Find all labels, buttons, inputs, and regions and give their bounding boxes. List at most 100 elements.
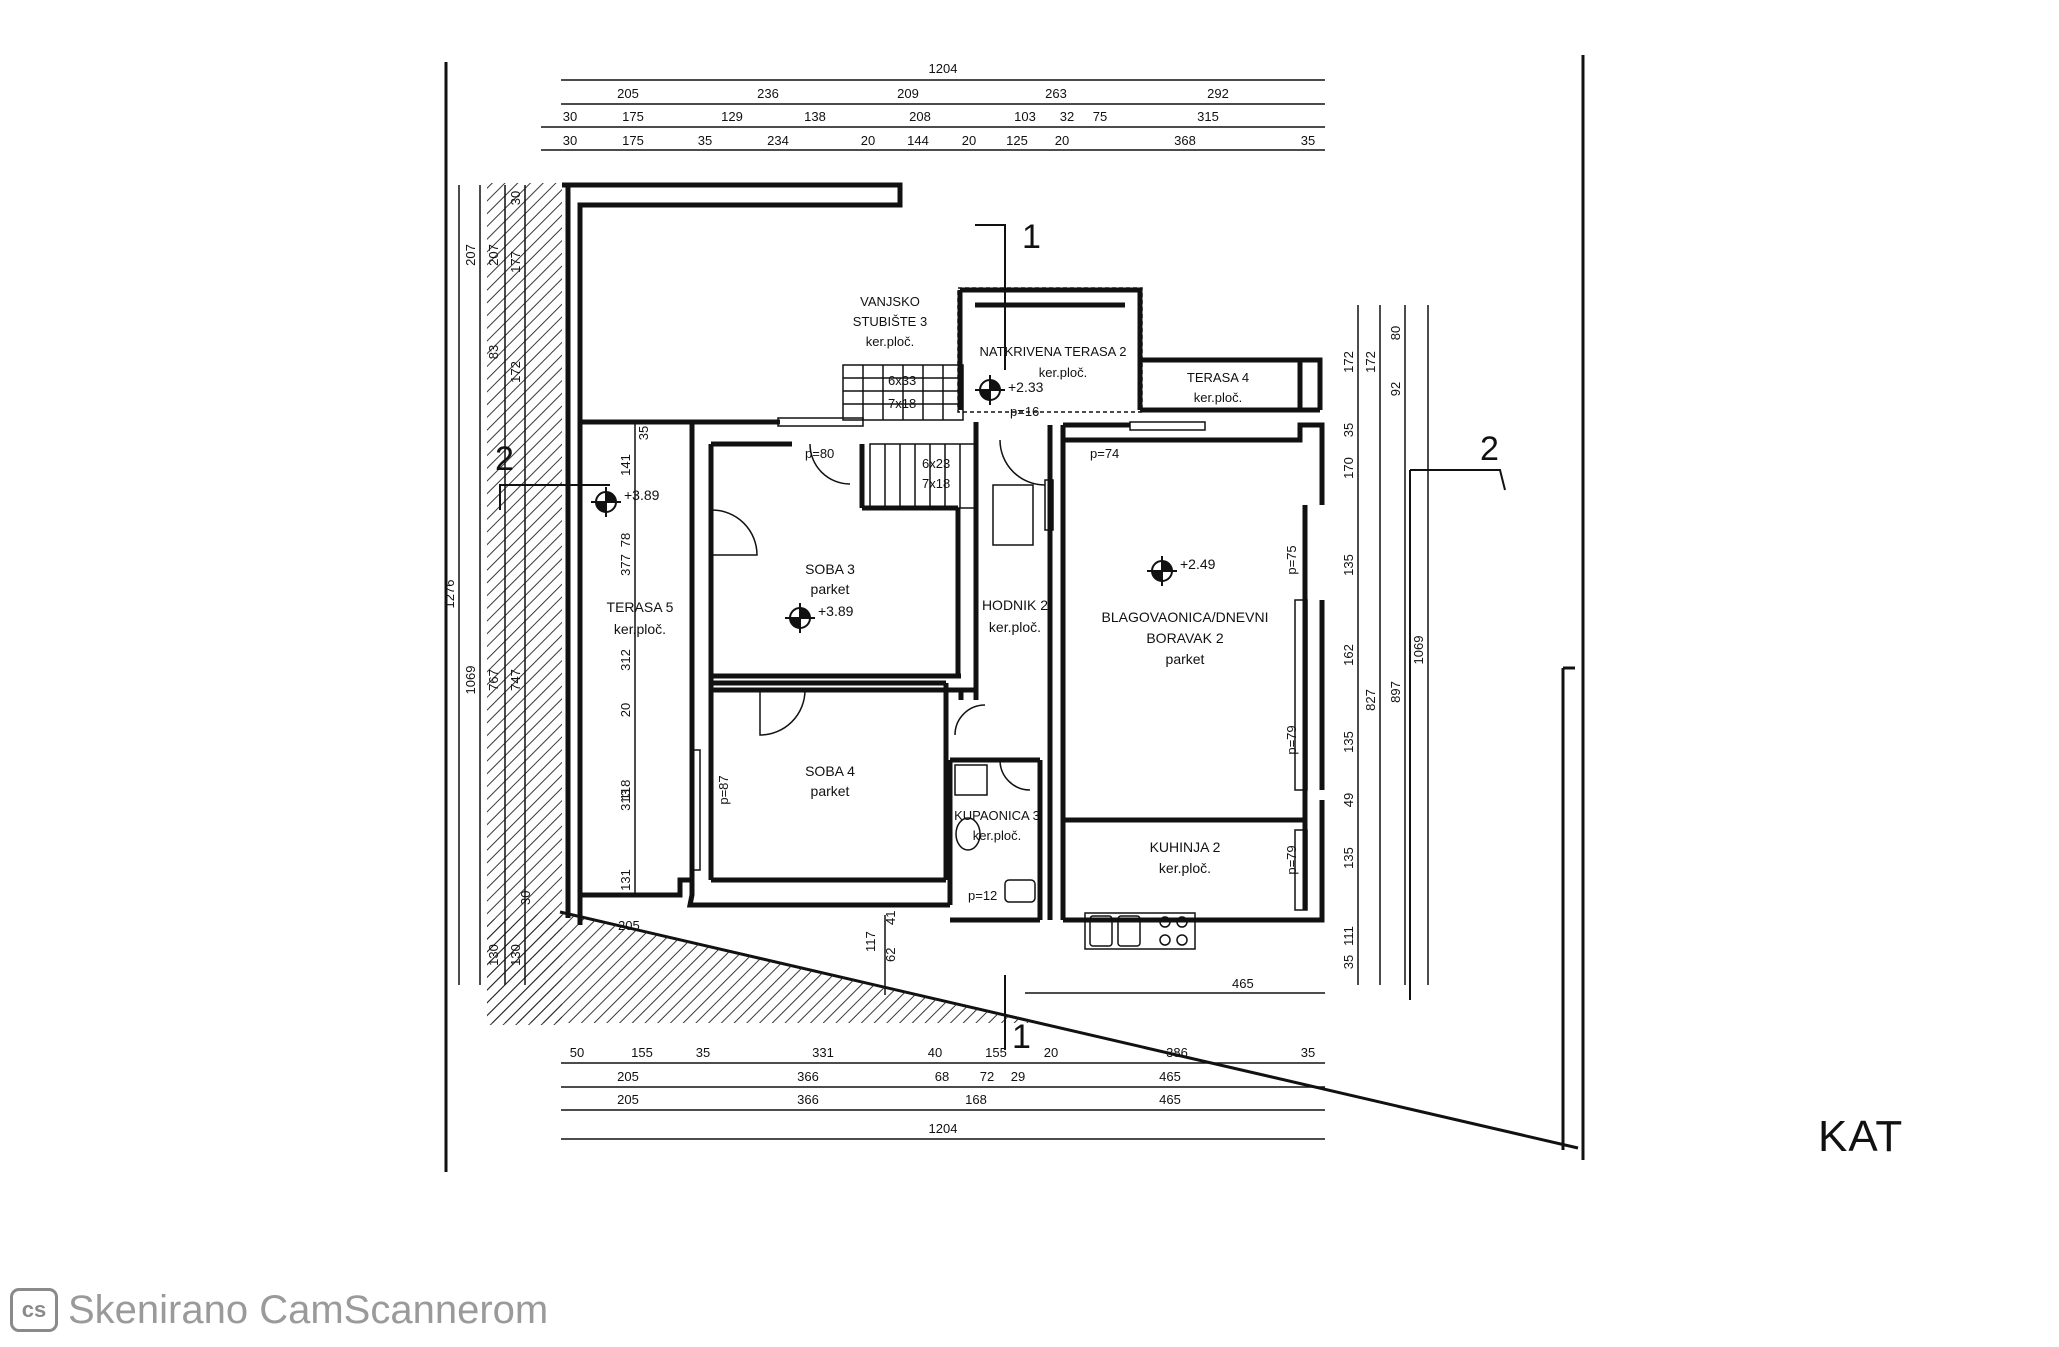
dimension-value: 155 <box>985 1045 1007 1060</box>
sill-heights: p=80 p=16 p=74 p=75 p=87 p=79 p=79 p=12 <box>716 404 1299 903</box>
dimension-value: 368 <box>1174 133 1196 148</box>
misc-dimensions: 465 205 117 62 41 30 <box>518 891 1254 991</box>
dimension-value: 135 <box>1341 554 1356 576</box>
dimension-value: 20 <box>1044 1045 1058 1060</box>
stair-int-steps-b: 7x18 <box>922 476 950 491</box>
dimension-value: 175 <box>622 133 644 148</box>
dimension-value: 205 <box>617 86 639 101</box>
dim-205-terrace: 205 <box>618 918 640 933</box>
section-mark-1-top: 1 <box>1022 218 1041 256</box>
sill-p79-a: p=79 <box>1284 725 1299 754</box>
dimension-value: 118 <box>618 780 633 801</box>
dimension-value: 1069 <box>1411 636 1426 665</box>
dimension-value: 78 <box>618 533 633 547</box>
dimension-value: 32 <box>1060 109 1074 124</box>
label-stubiste-3: STUBIŠTE 3 <box>853 314 927 329</box>
dimension-value: 80 <box>1388 326 1403 340</box>
sill-p80: p=80 <box>805 446 834 461</box>
dimension-value: 138 <box>804 109 826 124</box>
dimension-value: 35 <box>636 426 651 440</box>
section-lines <box>499 224 1506 1050</box>
dimension-value: 130 <box>486 944 501 966</box>
dimension-value: 135 <box>1341 847 1356 869</box>
dimension-value: 103 <box>1014 109 1036 124</box>
label-terasa-5: TERASA 5 <box>607 599 674 615</box>
dimension-value: 172 <box>1363 351 1378 373</box>
label-terasa-5-material: ker.ploč. <box>614 621 666 637</box>
dimension-value: 35 <box>1341 955 1356 969</box>
section-mark-2-right: 2 <box>1480 430 1499 468</box>
dimension-value: 386 <box>1166 1045 1188 1060</box>
dimension-value: 141 <box>618 454 633 476</box>
dimension-value: 827 <box>1363 689 1378 711</box>
watermark-text: Skenirano CamScannerom <box>68 1287 549 1332</box>
dimension-value: 29 <box>1011 1069 1025 1084</box>
dimension-value: 131 <box>618 869 633 891</box>
label-blagovaonica-floor: parket <box>1166 651 1205 667</box>
dimension-value: 35 <box>1341 423 1356 437</box>
level-natkrivena: +2.33 <box>1008 379 1044 395</box>
camscanner-logo-icon: cs <box>10 1288 58 1332</box>
dimension-value: 170 <box>1341 457 1356 479</box>
dimension-value: 315 <box>1197 109 1219 124</box>
dimension-value: 331 <box>812 1045 834 1060</box>
label-hodnik-2-material: ker.ploč. <box>989 619 1041 635</box>
dimension-value: 35 <box>1301 1045 1315 1060</box>
dimension-value: 205 <box>617 1069 639 1084</box>
dimension-value: 208 <box>909 109 931 124</box>
dimension-value: 20 <box>962 133 976 148</box>
label-terasa-4: TERASA 4 <box>1187 370 1249 385</box>
dimension-value: 111 <box>1341 926 1356 946</box>
dimension-value: 465 <box>1159 1069 1181 1084</box>
dimension-value: 50 <box>570 1045 584 1060</box>
plan-details <box>691 287 1308 950</box>
dim-62: 62 <box>883 948 898 962</box>
label-hodnik-2: HODNIK 2 <box>982 597 1048 613</box>
label-blagovaonica: BLAGOVAONICA/DNEVNI <box>1101 609 1268 625</box>
sill-p16: p=16 <box>1010 404 1039 419</box>
dimension-value: 465 <box>1159 1092 1181 1107</box>
label-vanjsko: VANJSKO <box>860 294 920 309</box>
dimension-value: 366 <box>797 1069 819 1084</box>
dimension-value: 20 <box>861 133 875 148</box>
sill-p74: p=74 <box>1090 446 1119 461</box>
dimension-value: 263 <box>1045 86 1067 101</box>
dimension-value: 72 <box>980 1069 994 1084</box>
dimension-value: 68 <box>935 1069 949 1084</box>
dimension-value: 366 <box>797 1092 819 1107</box>
dimension-value: 168 <box>965 1092 987 1107</box>
label-soba-4-floor: parket <box>811 783 850 799</box>
label-soba-4: SOBA 4 <box>805 763 855 779</box>
dimension-value: 172 <box>508 361 523 383</box>
dimension-value: 135 <box>1341 731 1356 753</box>
dimension-value: 312 <box>618 649 633 671</box>
dimension-value: 30 <box>508 191 523 205</box>
dim-117: 117 <box>863 931 878 952</box>
label-kuhinja-2-material: ker.ploč. <box>1159 860 1211 876</box>
dimension-value: 207 <box>486 244 501 266</box>
dimension-value: 30 <box>563 133 577 148</box>
dimension-value: 144 <box>907 133 929 148</box>
drawing-title: KAT <box>1818 1112 1904 1161</box>
dimension-value: 30 <box>563 109 577 124</box>
stair-labels: 6x33 7x18 6x23 7x18 <box>888 373 950 491</box>
dimension-value: 125 <box>1006 133 1028 148</box>
level-values: +2.33 +3.89 +3.89 +2.49 <box>624 379 1216 619</box>
label-kupaonica-3-material: ker.ploč. <box>973 828 1021 843</box>
dimension-value: 377 <box>618 554 633 576</box>
dimension-value: 177 <box>508 251 523 273</box>
dimension-value: 35 <box>698 133 712 148</box>
stair-ext-steps-b: 7x18 <box>888 396 916 411</box>
label-natkrivena-material: ker.ploč. <box>1039 365 1087 380</box>
dimension-value: 40 <box>928 1045 942 1060</box>
section-mark-1-bottom: 1 <box>1012 1018 1031 1056</box>
dimension-lines <box>458 79 1429 1140</box>
dimension-value: 75 <box>1093 109 1107 124</box>
dimension-value: 207 <box>463 244 478 266</box>
stair-ext-steps-a: 6x33 <box>888 373 916 388</box>
label-soba-3-floor: parket <box>811 581 850 597</box>
dimension-value: 1276 <box>442 580 457 609</box>
label-natkrivena-terasa: NATKRIVENA TERASA 2 <box>980 344 1127 359</box>
